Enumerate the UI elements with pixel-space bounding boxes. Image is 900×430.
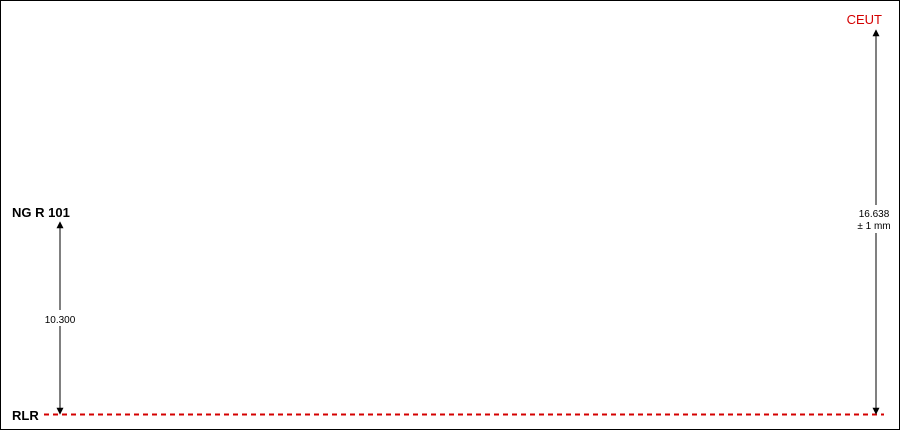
right-dimension-tolerance: ± 1 mm <box>857 221 890 232</box>
ceut-label: CEUT <box>847 12 882 27</box>
left-dimension-value: 10.300 <box>45 315 76 326</box>
rlr-label: RLR <box>12 408 39 423</box>
ng-r-101-label: NG R 101 <box>12 205 70 220</box>
right-dimension-value: 16.638 <box>859 209 890 220</box>
